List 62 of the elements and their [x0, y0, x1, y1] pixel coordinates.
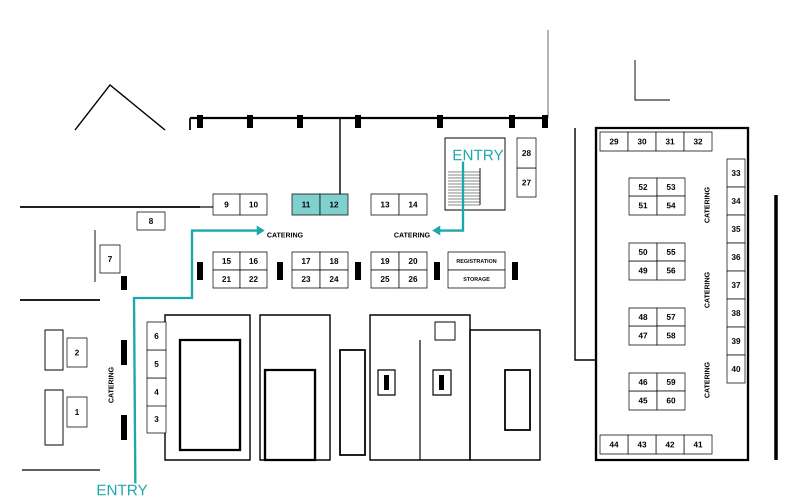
booth-box: 11	[292, 194, 320, 216]
booth-box: 38	[726, 298, 746, 328]
booth-box: 42	[656, 434, 684, 454]
booth-box: 29	[600, 132, 628, 152]
booth-box: 8	[136, 212, 166, 230]
booth-box: 56	[656, 260, 686, 280]
booth-box: 32	[684, 132, 712, 152]
booth-box: 20	[398, 252, 428, 270]
booth-box: 60	[656, 390, 686, 410]
booth-box: 46	[628, 372, 658, 392]
booth-box: 54	[656, 196, 686, 216]
booth-box: 22	[240, 270, 268, 288]
booth-box: 50	[628, 242, 658, 262]
booth-box: 13	[370, 194, 400, 216]
booth-box: 51	[628, 196, 658, 216]
booth-box: 3	[146, 404, 166, 434]
booth-box: 1	[66, 396, 88, 428]
booth-box: 44	[600, 434, 628, 454]
entry-label: ENTRY	[98, 484, 148, 496]
booth-box: 31	[656, 132, 684, 152]
booth-box: 52	[628, 178, 658, 196]
booth-box: 24	[320, 270, 348, 288]
booth-box: 48	[628, 308, 658, 326]
booth-box: 37	[726, 270, 746, 300]
booth-box: 59	[656, 372, 686, 392]
booth-box: 53	[656, 178, 686, 196]
booth-box: 5	[146, 350, 166, 378]
booth-box: 55	[656, 242, 686, 262]
booth-box: 9	[212, 194, 240, 216]
booth-box: 25	[370, 270, 400, 288]
booth-box: 10	[240, 194, 268, 216]
booth-box: 36	[726, 242, 746, 272]
booth-box: 34	[726, 186, 746, 216]
booth-box: 35	[726, 214, 746, 244]
booth-box: 30	[628, 132, 656, 152]
booth-box: 39	[726, 326, 746, 356]
booth-box: 58	[656, 326, 686, 346]
booth-box: 2	[66, 338, 88, 368]
booth-box: 16	[240, 252, 268, 270]
booth-box: 23	[292, 270, 320, 288]
booth-box: 14	[398, 194, 428, 216]
booth-box: 26	[398, 270, 428, 288]
booth-box: 33	[726, 158, 746, 188]
booth-box: 49	[628, 260, 658, 280]
booth-box: 7	[100, 244, 120, 274]
booth-box: 19	[370, 252, 400, 270]
booth-box: 18	[320, 252, 348, 270]
booth-box: 41	[684, 434, 712, 454]
booth-box: 4	[146, 378, 166, 406]
booth-box: 12	[320, 194, 348, 216]
booth-box: 6	[146, 322, 166, 350]
booth-box: 27	[516, 168, 536, 198]
booth-box: 17	[292, 252, 320, 270]
booth-box: 57	[656, 308, 686, 326]
booth-box: 47	[628, 326, 658, 346]
booth-box: 43	[628, 434, 656, 454]
booth-box: 40	[726, 354, 746, 384]
booth-box: 45	[628, 390, 658, 410]
booth-box: 21	[212, 270, 240, 288]
booth-box: 15	[212, 252, 240, 270]
booth-box: 28	[516, 138, 536, 168]
entry-label: ENTRY	[454, 150, 504, 160]
